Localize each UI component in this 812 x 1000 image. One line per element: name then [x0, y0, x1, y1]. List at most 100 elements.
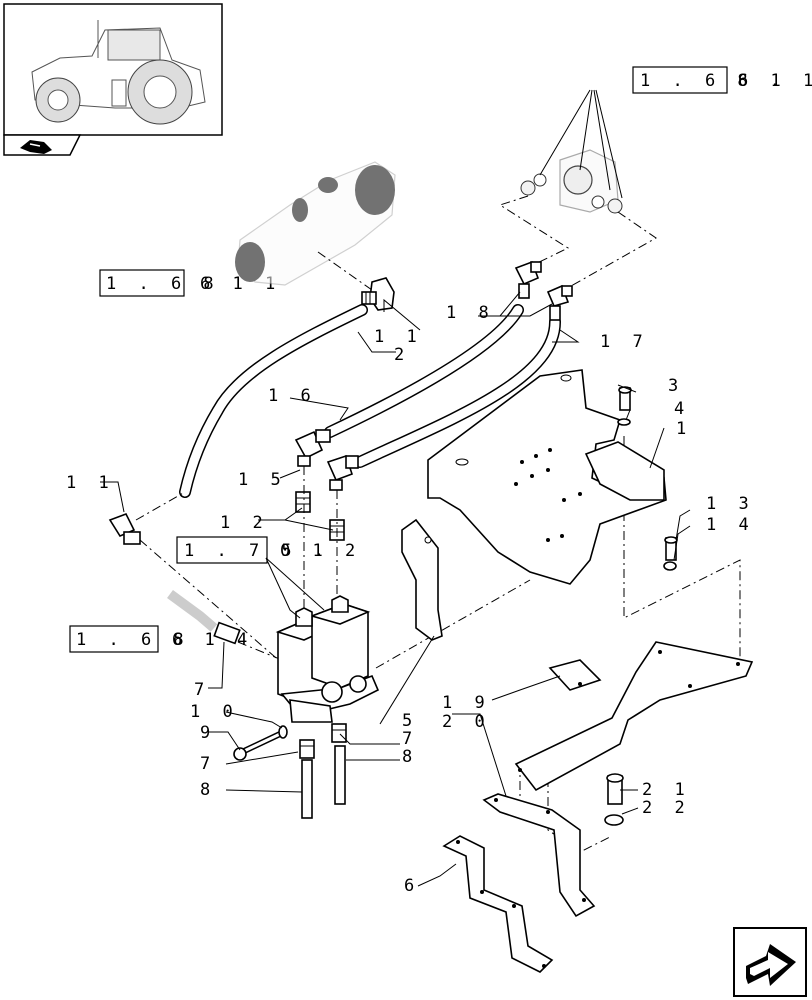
adapter-12a [295, 491, 311, 513]
callout-17[interactable]: 1 7 [600, 332, 649, 352]
leader-line [357, 331, 396, 353]
leader-line [675, 509, 691, 541]
callout-11-lower[interactable]: 1 1 [66, 473, 115, 493]
leader-line [379, 635, 435, 725]
leader-line [279, 469, 301, 479]
hose-2 [179, 304, 368, 498]
leader-line [383, 298, 421, 331]
leader-line [617, 384, 637, 393]
callout-13[interactable]: 1 3 [706, 494, 755, 514]
dashed-assembly-line [498, 195, 570, 269]
dashed-assembly-line [563, 211, 657, 291]
leader-line [593, 89, 611, 191]
callout-16[interactable]: 1 6 [268, 386, 317, 406]
callout-4[interactable]: 4 [674, 399, 690, 419]
reference-code: 1 . 6 8 . [640, 71, 786, 91]
leader-line [265, 557, 301, 619]
callout-20[interactable]: 2 0 [442, 712, 491, 732]
leader-line [417, 863, 457, 887]
callout-18[interactable]: 1 8 [446, 303, 495, 323]
washer-10 [278, 725, 288, 739]
reference-1-68-6-14[interactable]: 1 . 6 8 6 1 4 [69, 625, 253, 653]
leader-line [258, 507, 334, 531]
callout-15[interactable]: 1 5 [238, 470, 287, 490]
elbow-fitting-15b [326, 454, 359, 491]
reference-code: 1 . 7 5 . [184, 541, 330, 561]
callout-2[interactable]: 2 [394, 345, 410, 365]
callout-12[interactable]: 1 2 [220, 513, 269, 533]
callout-1[interactable]: 1 [676, 419, 692, 439]
fitting-7a [299, 739, 315, 759]
bolt-3 [618, 386, 632, 411]
callout-5[interactable]: 5 [402, 711, 418, 731]
bolt-13 [664, 536, 678, 561]
elbow-fitting-15a [294, 429, 331, 467]
leader-line [649, 427, 665, 469]
bracket-5 [401, 518, 443, 641]
leader-line [478, 303, 553, 317]
reference-1-75-0-12[interactable]: 1 . 7 5 . 0 1 2 [176, 536, 361, 564]
dashed-assembly-line [375, 579, 531, 669]
leader-line [225, 789, 303, 793]
callout-9[interactable]: 9 [200, 723, 216, 743]
reference-item: 0 1 2 [280, 541, 361, 561]
callout-11-upper[interactable]: 1 1 [374, 327, 423, 347]
leader-line [625, 409, 631, 421]
leader-line [595, 89, 623, 199]
callout-19[interactable]: 1 9 [442, 693, 491, 713]
leader-line [552, 329, 580, 343]
leader-line [452, 713, 507, 797]
dashed-assembly-line [139, 539, 291, 671]
callout-7-left[interactable]: 7 [194, 680, 210, 700]
next-page-arrow-icon [746, 944, 796, 986]
callout-3[interactable]: 3 [668, 376, 684, 396]
hose-17 [354, 316, 561, 468]
next-page-arrow-button[interactable] [733, 927, 807, 997]
leader-line [100, 481, 125, 513]
washer-14 [663, 561, 677, 571]
callout-10[interactable]: 1 0 [190, 702, 239, 722]
leader-line [225, 711, 283, 729]
leader-line [265, 557, 325, 611]
screw-9 [233, 731, 282, 761]
mounting-plate-19 [514, 641, 754, 792]
solenoid-valve-block [275, 595, 380, 723]
leader-line [208, 731, 241, 751]
elbow-fitting-11-lower [108, 512, 141, 545]
dashed-assembly-line [623, 436, 741, 660]
callout-8-left[interactable]: 8 [200, 780, 216, 800]
fitting-7b [331, 723, 347, 743]
callout-7-bottom[interactable]: 7 [200, 754, 216, 774]
leader-line [289, 397, 349, 421]
pipe-8b [334, 745, 346, 805]
tractor-thumbnail[interactable] [3, 3, 223, 156]
reference-code: 1 . 6 8 [106, 274, 220, 294]
reference-item: 6 1 1 [738, 71, 812, 91]
dashed-assembly-line [237, 641, 283, 661]
leader-line [491, 675, 561, 701]
leader-line [673, 525, 691, 561]
support-bracket-1 [427, 369, 667, 585]
reference-item: 6 1 4 [172, 630, 253, 650]
reference-1-68-6-11-top[interactable]: 1 . 6 8 . 6 1 1 [632, 66, 812, 94]
callout-7-right[interactable]: 7 [402, 729, 418, 749]
ghost-cable [167, 589, 218, 632]
callout-14[interactable]: 1 4 [706, 515, 755, 535]
elbow-fitting-18a [514, 260, 542, 299]
connector-14 [213, 621, 241, 645]
top-right-valve-assembly [520, 149, 623, 214]
leader-line [208, 641, 225, 689]
tractor-icon [31, 20, 206, 125]
callout-21[interactable]: 2 1 [642, 780, 691, 800]
elbow-fitting-18b [546, 284, 573, 321]
hose-16 [324, 304, 524, 438]
reference-code: 1 . 6 8 [76, 630, 190, 650]
pipe-8a [301, 759, 313, 819]
bolt-21 [606, 773, 624, 805]
callout-22[interactable]: 2 2 [642, 798, 691, 818]
leader-line [339, 733, 400, 745]
callout-8-right[interactable]: 8 [402, 747, 418, 767]
callout-6[interactable]: 6 [404, 876, 420, 896]
dashed-assembly-line [317, 251, 373, 291]
